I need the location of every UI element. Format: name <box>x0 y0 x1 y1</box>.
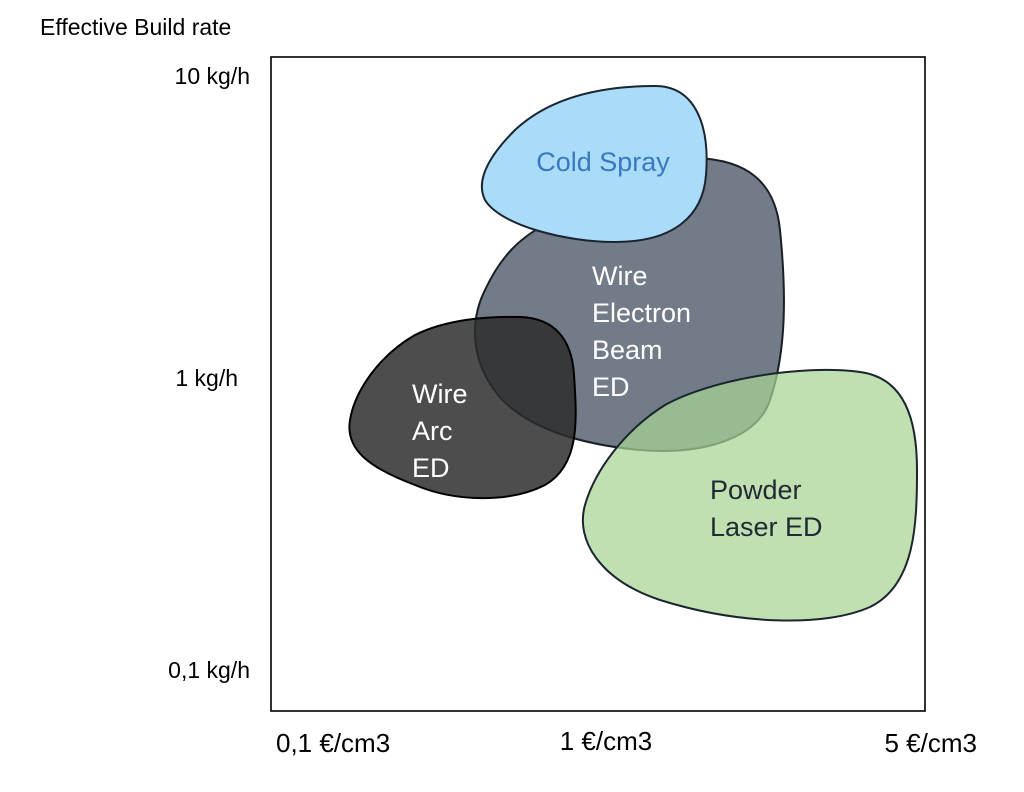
y-tick-label: 0,1 kg/h <box>168 657 250 683</box>
y-tick-label: 1 kg/h <box>175 365 238 391</box>
region-cold-spray <box>480 84 708 244</box>
y-tick-label: 10 kg/h <box>175 63 250 89</box>
y-axis-title: Effective Build rate <box>40 14 231 40</box>
region-label-cold-spray: Cold Spray <box>536 147 670 177</box>
region-label-wire-electron-beam: Wire Electron Beam ED <box>592 261 699 402</box>
x-tick-label: 5 €/cm3 <box>885 728 978 758</box>
x-tick-label: 1 €/cm3 <box>560 726 653 756</box>
region-label-powder-laser: Powder Laser ED <box>710 475 823 542</box>
region-wire-arc <box>348 315 577 500</box>
region-label-wire-arc: Wire Arc ED <box>412 379 475 483</box>
region-powder-laser <box>581 368 919 622</box>
x-tick-label: 0,1 €/cm3 <box>276 728 390 758</box>
